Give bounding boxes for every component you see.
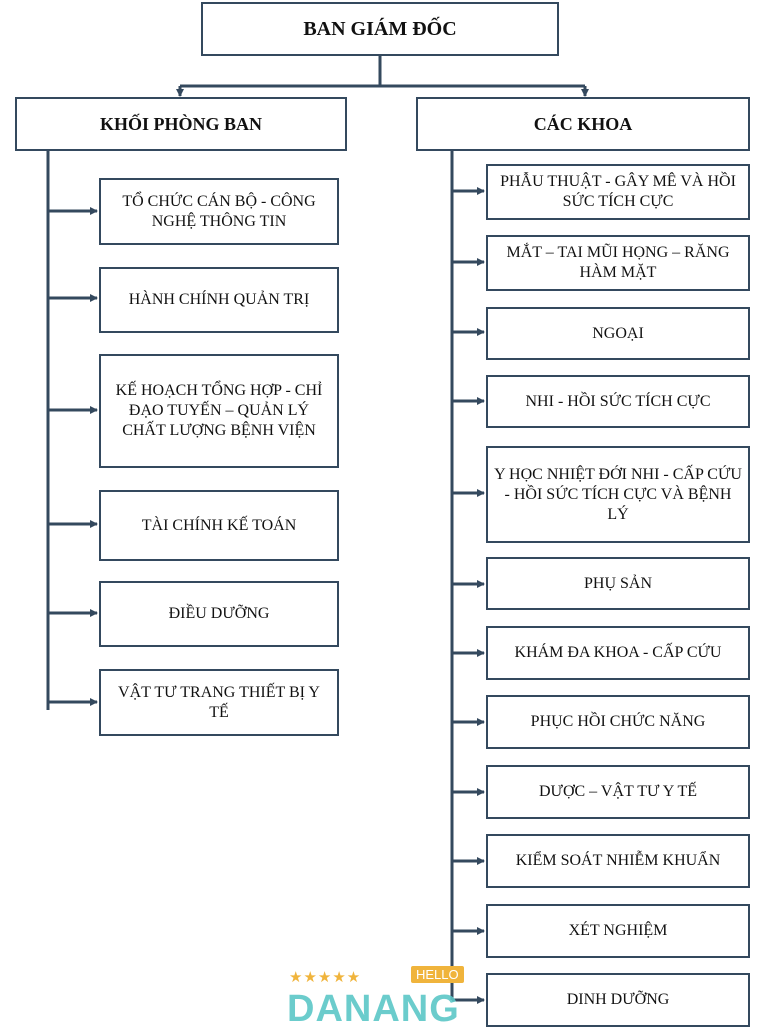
right-item: PHỤC HỒI CHỨC NĂNG <box>486 695 750 749</box>
right-item: DINH DƯỠNG <box>486 973 750 1027</box>
right-item: PHẪU THUẬT - GÂY MÊ VÀ HỒI SỨC TÍCH CỰC <box>486 164 750 220</box>
right-item: NHI - HỒI SỨC TÍCH CỰC <box>486 375 750 428</box>
left-item: VẬT TƯ TRANG THIẾT BỊ Y TẾ <box>99 669 339 736</box>
left-item: ĐIỀU DƯỠNG <box>99 581 339 647</box>
right-branch-header: CÁC KHOA <box>416 97 750 151</box>
hello-danang-watermark: ★★★★★ HELLO DANANG <box>285 966 485 1030</box>
left-item: KẾ HOẠCH TỔNG HỢP - CHỈ ĐẠO TUYẾN – QUẢN… <box>99 354 339 468</box>
brand-logo-text: DANANG <box>287 988 460 1030</box>
right-item: XÉT NGHIỆM <box>486 904 750 958</box>
board-of-directors-box: BAN GIÁM ĐỐC <box>201 2 559 56</box>
right-item: Y HỌC NHIỆT ĐỚI NHI - CẤP CỨU - HỒI SỨC … <box>486 446 750 543</box>
right-item: KHÁM ĐA KHOA - CẤP CỨU <box>486 626 750 680</box>
left-item: HÀNH CHÍNH QUẢN TRỊ <box>99 267 339 333</box>
left-item: TÀI CHÍNH KẾ TOÁN <box>99 490 339 561</box>
left-item: TỔ CHỨC CÁN BỘ - CÔNG NGHỆ THÔNG TIN <box>99 178 339 245</box>
hello-badge: HELLO <box>411 966 464 983</box>
left-branch-header: KHỐI PHÒNG BAN <box>15 97 347 151</box>
right-item: DƯỢC – VẬT TƯ Y TẾ <box>486 765 750 819</box>
right-item: NGOẠI <box>486 307 750 360</box>
right-item: KIỂM SOÁT NHIỄM KHUẨN <box>486 834 750 888</box>
right-item: MẮT – TAI MŨI HỌNG – RĂNG HÀM MẶT <box>486 235 750 291</box>
right-item: PHỤ SẢN <box>486 557 750 610</box>
rating-stars-icon: ★★★★★ <box>289 970 362 986</box>
